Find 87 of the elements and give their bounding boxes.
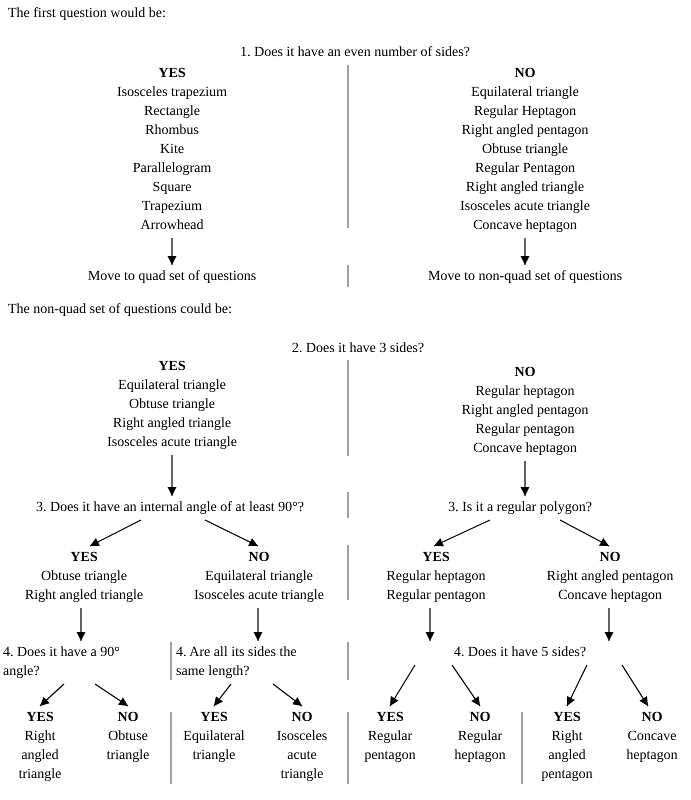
shape-name: Right angled pentagon <box>460 402 590 420</box>
shape-name: Right angled triangle <box>18 728 62 784</box>
shape-name: Right angled pentagon <box>460 122 590 140</box>
shape-name: Parallelogram <box>132 160 212 178</box>
outcome-text: Move to non-quad set of questions <box>400 267 650 286</box>
arrow <box>272 684 302 706</box>
shape-name: Kite <box>158 141 186 159</box>
arrow <box>40 684 64 706</box>
shape-name: Regular Heptagon <box>472 103 578 121</box>
shape-name: Equilateral triangle <box>182 728 246 765</box>
answer-heading: YES <box>157 65 187 83</box>
shape-name: Obtuse triangle <box>106 728 150 765</box>
answer-heading: YES <box>25 709 55 727</box>
question-text: 4. Does it have 5 sides? <box>420 643 620 662</box>
outcome-text: Move to quad set of questions <box>57 267 287 286</box>
arrow <box>604 608 614 641</box>
shape-name: Right angled triangle <box>24 587 144 605</box>
shape-name: Isosceles acute triangle <box>459 198 591 216</box>
question-text: 4. Does it have a 90° angle? <box>3 643 145 681</box>
shape-name: Regular Pentagon <box>474 160 576 178</box>
shape-name: Equilateral triangle <box>117 377 227 395</box>
shape-name: Arrowhead <box>140 217 204 235</box>
shape-name: Right angled triangle <box>464 179 586 197</box>
answer-heading: YES <box>69 549 99 567</box>
shape-name: Equilateral triangle <box>204 568 314 586</box>
shape-name: Trapezium <box>140 198 204 216</box>
arrow <box>566 664 588 706</box>
arrow <box>90 519 142 547</box>
arrow <box>520 238 530 265</box>
answer-heading: YES <box>421 549 451 567</box>
shape-name: Right angled triangle <box>112 415 232 433</box>
answer-heading: YES <box>552 709 582 727</box>
shape-name: Right angled pentagon <box>540 728 594 784</box>
answer-heading: YES <box>375 709 405 727</box>
answer-heading: NO <box>290 709 314 727</box>
question-text: 3. Is it a regular polygon? <box>410 498 630 517</box>
shape-name: Regular pentagon <box>474 421 576 439</box>
arrow <box>204 519 258 547</box>
question-text: 1. Does it have an even number of sides? <box>240 44 470 62</box>
answer-heading: YES <box>157 358 187 376</box>
shape-name: Equilateral triangle <box>470 84 580 102</box>
question-text: 2. Does it have 3 sides? <box>292 340 424 358</box>
shape-name: Obtuse triangle <box>128 396 216 414</box>
answer-heading: NO <box>640 709 664 727</box>
shape-name: Regular pentagon <box>385 587 487 605</box>
shape-name: Regular heptagon <box>474 383 576 401</box>
arrow <box>452 664 480 706</box>
shape-name: Isosceles acute triangle <box>276 728 328 784</box>
shape-name: Isosceles acute triangle <box>106 434 238 452</box>
shape-name: Regular pentagon <box>363 728 417 765</box>
arrow <box>389 664 416 706</box>
shape-name: Rectangle <box>143 103 201 121</box>
arrow <box>560 519 610 547</box>
answer-heading: NO <box>514 364 536 382</box>
answer-heading: NO <box>468 709 492 727</box>
shape-name: Obtuse triangle <box>481 141 569 159</box>
shape-name: Regular heptagon <box>453 728 507 765</box>
arrow <box>168 238 176 265</box>
arrow <box>434 519 490 547</box>
arrow <box>622 664 648 706</box>
shape-name: Isosceles acute triangle <box>193 587 325 605</box>
question-text: 3. Does it have an internal angle of at least 90°? <box>5 498 335 517</box>
arrow <box>214 684 232 706</box>
arrow <box>94 684 128 706</box>
shape-name: Obtuse triangle <box>40 568 128 586</box>
shape-name: Rhombus <box>144 122 200 140</box>
shape-name: Right angled pentagon <box>546 568 674 586</box>
answer-heading: NO <box>514 65 536 83</box>
answer-heading: NO <box>248 549 270 567</box>
answer-heading: NO <box>116 709 140 727</box>
arrow <box>254 608 262 641</box>
shape-name: Concave heptagon <box>472 217 578 235</box>
arrow <box>426 608 434 641</box>
intro-text: The non-quad set of questions could be: <box>8 301 232 319</box>
shape-name: Regular heptagon <box>385 568 487 586</box>
shape-name: Square <box>152 179 192 197</box>
shape-name: Concave heptagon <box>472 440 578 458</box>
shape-name: Concave heptagon <box>625 728 679 765</box>
answer-heading: YES <box>199 709 229 727</box>
arrow <box>168 455 176 496</box>
shape-name: Isosceles trapezium <box>116 84 228 102</box>
answer-heading: NO <box>598 549 622 567</box>
shape-name: Concave heptagon <box>557 587 663 605</box>
arrow <box>76 608 86 641</box>
question-text: 4. Are all its sides the same length? <box>176 643 326 681</box>
intro-text: The first question would be: <box>8 5 166 23</box>
arrow <box>520 461 530 496</box>
